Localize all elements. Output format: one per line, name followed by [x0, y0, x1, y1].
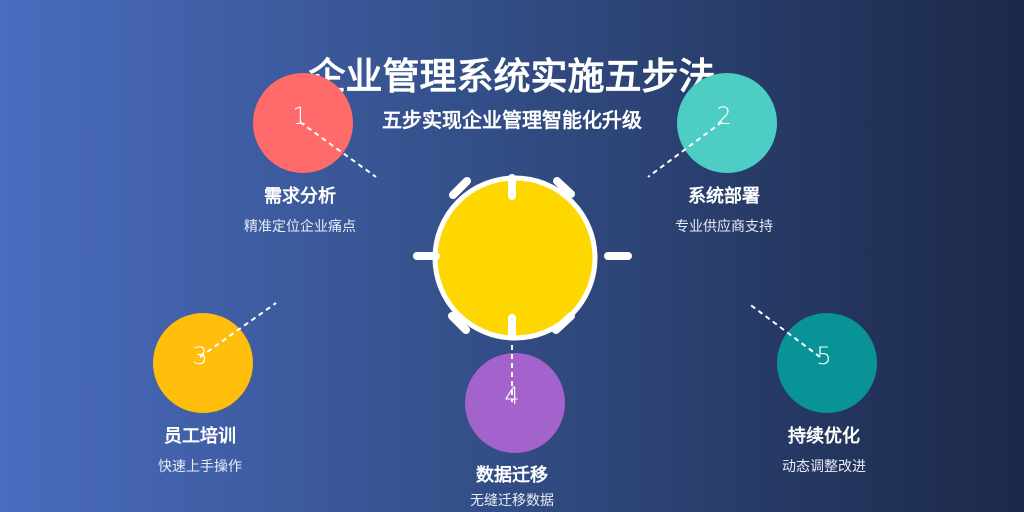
step-2-number: 2 [716, 102, 732, 130]
subtitle: 五步实现企业管理智能化升级 [382, 108, 642, 132]
step-2-circle [677, 73, 777, 173]
step-4-desc: 无缝迁移数据 [470, 493, 554, 509]
connector-1 [299, 121, 377, 178]
step-1-name: 需求分析 [264, 186, 336, 207]
page-title: 企业管理系统实施五步法 [308, 55, 716, 98]
step-5-desc: 动态调整改进 [782, 459, 866, 475]
hub-spokes [413, 174, 632, 338]
step-3-circle [153, 313, 253, 413]
step-2-name: 系统部署 [688, 186, 760, 207]
connector-3 [199, 302, 277, 358]
center-hub [413, 174, 632, 341]
step-5-number: 5 [816, 342, 832, 370]
step-3-name: 员工培训 [164, 426, 236, 447]
step-3-desc: 快速上手操作 [158, 459, 242, 475]
step-4-name: 数据迁移 [476, 465, 548, 486]
step-2-desc: 专业供应商支持 [675, 219, 773, 235]
step-1-number: 1 [292, 102, 308, 130]
connector-2 [647, 121, 723, 178]
step-5-name: 持续优化 [788, 426, 860, 447]
step-4-circle [465, 353, 565, 453]
step-4-number: 4 [504, 382, 520, 410]
step-3-number: 3 [192, 342, 208, 370]
step-1-desc: 精准定位企业痛点 [244, 219, 356, 235]
connector-5 [747, 302, 821, 358]
connector-lines [199, 121, 821, 402]
step-5-circle [777, 313, 877, 413]
